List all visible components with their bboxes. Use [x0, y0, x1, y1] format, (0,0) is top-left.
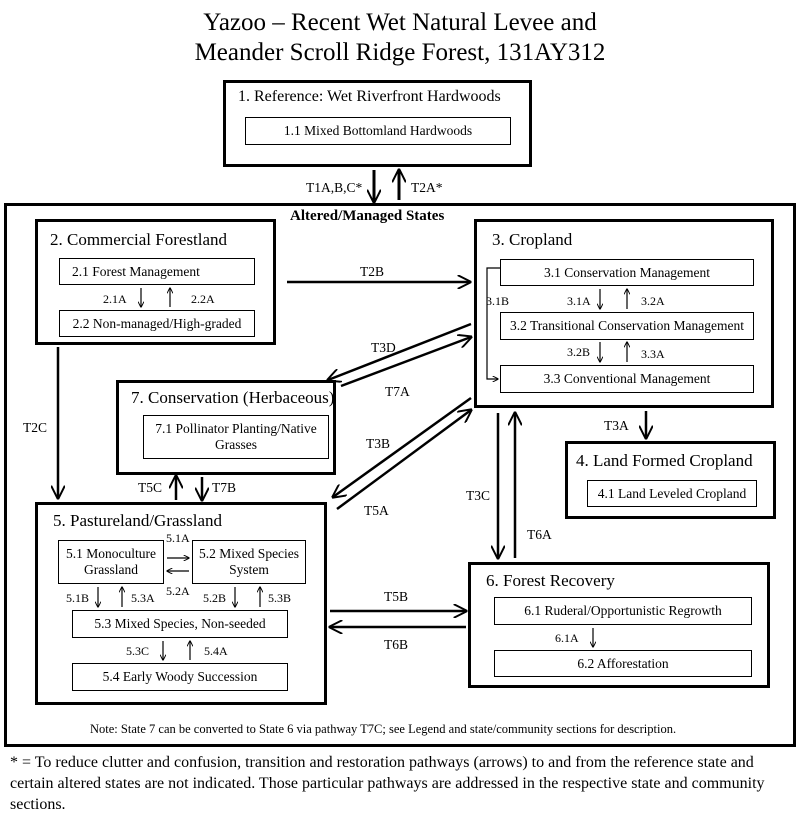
label-2-2a: 2.2A — [191, 292, 215, 306]
label-t2c: T2C — [23, 420, 48, 435]
state-5-title: 5. Pastureland/Grassland — [53, 511, 223, 530]
label-t5b: T5B — [384, 589, 409, 604]
community-3-1: 3.1 Conservation Management — [500, 259, 754, 286]
label-5-2a: 5.2A — [166, 584, 190, 598]
community-6-2: 6.2 Afforestation — [494, 650, 752, 677]
arrow-t3d — [328, 322, 472, 380]
label-t3c: T3C — [466, 488, 491, 503]
label-5-3a: 5.3A — [131, 591, 155, 605]
community-5-2: 5.2 Mixed Species System — [192, 540, 306, 584]
label-5-3c: 5.3C — [126, 644, 150, 658]
state-6-title: 6. Forest Recovery — [486, 571, 615, 590]
community-7-1: 7.1 Pollinator Planting/Native Grasses — [143, 415, 329, 459]
community-1-1: 1.1 Mixed Bottomland Hardwoods — [245, 117, 511, 145]
state-3-title: 3. Cropland — [492, 230, 573, 249]
altered-states-container — [4, 203, 796, 747]
diagram-title-line-2: Meander Scroll Ridge Forest, 131AY312 — [194, 39, 606, 66]
label-3-2a: 3.2A — [641, 294, 665, 308]
label-t3a: T3A — [604, 418, 629, 433]
community-6-1: 6.1 Ruderal/Opportunistic Regrowth — [494, 597, 752, 625]
label-t2b: T2B — [360, 264, 385, 279]
arrow-t7a — [340, 337, 471, 388]
label-t3d: T3D — [371, 340, 396, 355]
arrow-t3b — [333, 396, 472, 497]
label-t7b: T7B — [212, 480, 237, 495]
label-6-1a: 6.1A — [555, 631, 579, 645]
state-1-title: 1. Reference: Wet Riverfront Hardwoods — [238, 88, 501, 105]
label-5-2b: 5.2B — [203, 591, 227, 605]
label-3-1a: 3.1A — [567, 294, 591, 308]
community-5-4: 5.4 Early Woody Succession — [72, 663, 288, 691]
community-3-2: 3.2 Transitional Conservation Management — [500, 312, 754, 340]
community-2-2: 2.2 Non-managed/High-graded — [59, 310, 255, 337]
label-5-3b: 5.3B — [268, 591, 292, 605]
label-5-4a: 5.4A — [204, 644, 228, 658]
community-4-1: 4.1 Land Leveled Cropland — [587, 480, 757, 507]
label-5-1a: 5.1A — [166, 531, 190, 545]
community-3-3: 3.3 Conventional Management — [500, 365, 754, 393]
arrow-3-1b — [486, 267, 500, 379]
label-t7a: T7A — [385, 384, 410, 399]
state-7-title: 7. Conservation (Herbaceous) — [131, 388, 335, 407]
label-5-1b: 5.1B — [66, 591, 90, 605]
community-5-1: 5.1 Monoculture Grassland — [58, 540, 164, 584]
label-t1: T1A,B,C* — [306, 180, 363, 195]
label-t5a: T5A — [364, 503, 389, 518]
label-3-3a: 3.3A — [641, 347, 665, 361]
label-t5c: T5C — [138, 480, 163, 495]
footnote: * = To reduce clutter and confusion, tra… — [10, 754, 765, 813]
diagram-title-line-1: Yazoo – Recent Wet Natural Levee and — [203, 9, 597, 36]
label-2-1a: 2.1A — [103, 292, 127, 306]
label-3-2b: 3.2B — [567, 345, 591, 359]
community-5-3: 5.3 Mixed Species, Non-seeded — [72, 610, 288, 638]
label-t6a: T6A — [527, 527, 552, 542]
label-t3b: T3B — [366, 436, 391, 451]
state-2-title: 2. Commercial Forestland — [50, 230, 228, 249]
arrow-t5a — [336, 410, 471, 511]
label-t6b: T6B — [384, 637, 409, 652]
state-4-title: 4. Land Formed Cropland — [576, 451, 753, 470]
label-t2a: T2A* — [411, 180, 443, 195]
community-2-1: 2.1 Forest Management — [59, 258, 255, 285]
label-3-1b: 3.1B — [486, 294, 510, 308]
diagram-note: Note: State 7 can be converted to State … — [90, 722, 677, 736]
altered-states-label: Altered/Managed States — [290, 208, 445, 224]
